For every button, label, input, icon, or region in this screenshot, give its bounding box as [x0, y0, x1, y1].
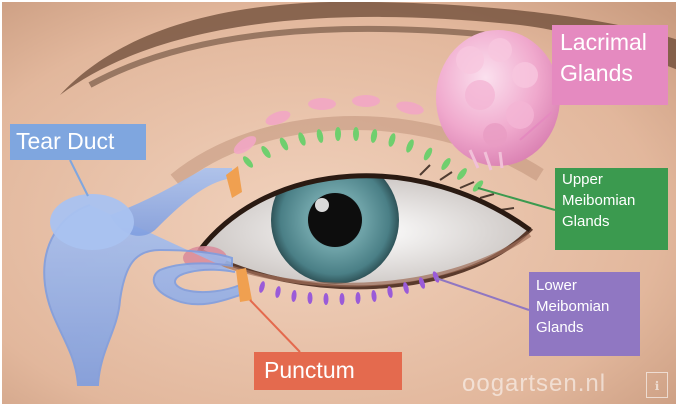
punctum-text: Punctum [264, 359, 402, 382]
lacrimal-text-line1: Lacrimal [560, 31, 668, 54]
tear-duct-label: Tear Duct [10, 124, 146, 160]
upper-text-line1: Upper [562, 172, 668, 187]
watermark-text: oogartsen.nl [462, 370, 606, 398]
tear-duct-icon [50, 194, 134, 250]
watermark-badge: ℹ [646, 372, 668, 398]
lower-text-line1: Lower [536, 278, 640, 293]
lower-text-line3: Glands [536, 320, 640, 335]
tear-duct-text: Tear Duct [16, 130, 146, 153]
upper-text-line3: Glands [562, 214, 668, 229]
upper-text-line2: Meibomian [562, 193, 668, 208]
lower-meibomian-glands-label: Lower Meibomian Glands [529, 272, 640, 356]
punctum-label: Punctum [254, 352, 402, 390]
upper-meibomian-glands-label: Upper Meibomian Glands [555, 168, 668, 250]
lacrimal-glands-label: Lacrimal Glands [552, 25, 668, 105]
lacrimal-text-line2: Glands [560, 62, 668, 85]
pupil [308, 193, 362, 247]
lower-text-line2: Meibomian [536, 299, 640, 314]
